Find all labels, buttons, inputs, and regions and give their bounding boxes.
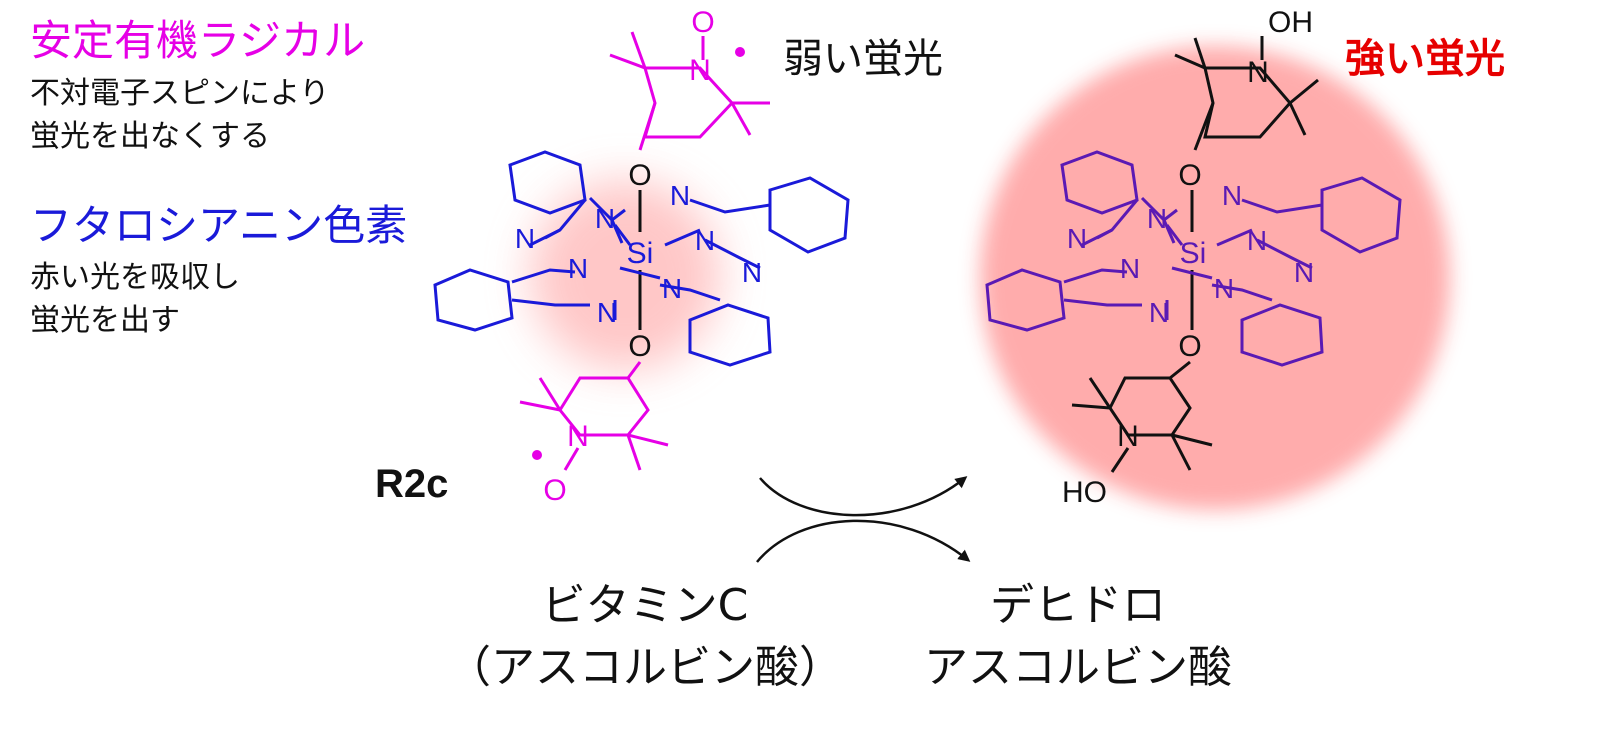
radical-desc-1: 不対電子スピンにより xyxy=(30,76,329,111)
right-top-n: N xyxy=(1247,56,1269,89)
left-bottom-n: N xyxy=(567,420,589,453)
arrow-forward xyxy=(759,476,968,517)
left-si: Si xyxy=(627,237,654,270)
right-bottom-n: N xyxy=(1117,420,1139,453)
left-top-n: N xyxy=(689,54,711,87)
reagent-line-2: （アスコルビン酸） xyxy=(447,642,843,693)
left-n-3: N xyxy=(670,180,690,211)
right-n-8: N xyxy=(1149,297,1169,328)
right-o-mid-bottom: O xyxy=(1178,330,1201,363)
left-n-5: N xyxy=(742,257,762,288)
right-n-5: N xyxy=(1294,257,1314,288)
arrow-reagent xyxy=(756,519,971,563)
left-bottom-piperidine xyxy=(519,361,669,471)
left-n-6: N xyxy=(568,253,588,284)
left-bottom-o: O xyxy=(543,474,566,507)
radical-title: 安定有機ラジカル xyxy=(30,16,365,65)
left-n-1: N xyxy=(515,223,535,254)
right-phthalocyanine xyxy=(985,150,1402,367)
right-top-piperidine xyxy=(1174,36,1319,151)
left-n-2: N xyxy=(595,203,615,234)
right-fluorescence: 強い蛍光 xyxy=(1345,36,1505,82)
reaction-arrows xyxy=(756,476,971,563)
dye-title: フタロシアニン色素 xyxy=(30,201,407,250)
product-line-1: デヒドロ xyxy=(990,580,1166,631)
left-n-7: N xyxy=(662,273,682,304)
right-n-6: N xyxy=(1120,253,1140,284)
left-bottom-radical-dot xyxy=(532,450,542,460)
left-top-piperidine xyxy=(609,31,770,151)
right-n-4: N xyxy=(1247,225,1267,256)
left-o-mid-top: O xyxy=(628,159,651,192)
left-molecule: O N 弱い蛍光 O Si O N N N N N N N N xyxy=(375,6,943,507)
dye-desc-2: 蛍光を出す xyxy=(30,303,180,338)
radical-desc-2: 蛍光を出なくする xyxy=(30,119,270,154)
right-top-oh: OH xyxy=(1268,6,1313,39)
molecule-label-r2c: R2c xyxy=(375,462,448,506)
weak-glow xyxy=(530,180,720,370)
strong-glow xyxy=(980,46,1450,510)
left-top-o: O xyxy=(691,6,714,39)
right-n-1: N xyxy=(1067,223,1087,254)
right-si: Si xyxy=(1180,237,1207,270)
left-o-mid-bottom: O xyxy=(628,330,651,363)
right-n-7: N xyxy=(1214,273,1234,304)
right-n-3: N xyxy=(1222,180,1242,211)
reagent-line-1: ビタミンC xyxy=(542,580,749,631)
right-bottom-piperidine xyxy=(1071,360,1213,473)
left-n-8: N xyxy=(597,297,617,328)
left-fluorescence: 弱い蛍光 xyxy=(783,36,943,82)
right-o-mid-top: O xyxy=(1178,159,1201,192)
product-line-2: アスコルビン酸 xyxy=(924,642,1232,693)
right-n-2: N xyxy=(1147,203,1167,234)
left-top-radical-dot xyxy=(735,47,745,57)
left-n-4: N xyxy=(695,225,715,256)
dye-desc-1: 赤い光を吸収し xyxy=(30,260,240,295)
right-molecule: 強い蛍光 OH N O Si O N N N xyxy=(985,6,1505,509)
right-bottom-ho: HO xyxy=(1062,476,1107,509)
left-phthalocyanine xyxy=(433,150,850,367)
